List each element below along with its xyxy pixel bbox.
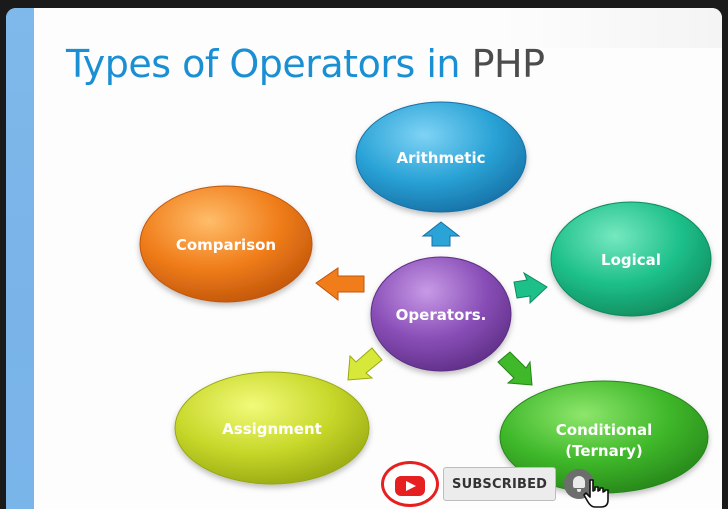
arrow-to-assignment — [347, 347, 383, 381]
node-assignment: Assignment — [174, 371, 370, 485]
arrow-to-comparison — [315, 267, 365, 302]
node-arithmetic-label: Arithmetic — [396, 149, 485, 167]
youtube-play-icon[interactable] — [381, 461, 439, 507]
title-accent: PHP — [471, 42, 545, 86]
node-center-operators: Operators. — [370, 256, 512, 372]
node-comparison-label: Comparison — [176, 236, 276, 254]
node-conditional-label-1: Conditional — [556, 421, 652, 439]
arrow-to-arithmetic — [421, 221, 461, 247]
hand-cursor-icon — [583, 479, 609, 508]
node-arithmetic: Arithmetic — [355, 101, 527, 213]
slide-title: Types of Operators in PHP — [66, 42, 545, 86]
node-conditional: Conditional (Ternary) — [499, 380, 709, 494]
youtube-subscribe-overlay[interactable]: SUBSCRIBED — [381, 461, 595, 507]
slide-accent-bar — [6, 8, 34, 509]
node-logical-label: Logical — [601, 251, 661, 269]
node-comparison: Comparison — [139, 185, 313, 303]
bell-icon[interactable] — [564, 469, 595, 499]
arrow-to-conditional — [497, 351, 533, 386]
node-center-label: Operators. — [396, 306, 487, 324]
subscribed-button[interactable]: SUBSCRIBED — [443, 467, 557, 501]
title-main: Types of Operators in — [66, 42, 460, 86]
arrow-to-logical — [513, 271, 548, 305]
node-logical: Logical — [550, 201, 712, 317]
node-conditional-label-2: (Ternary) — [565, 442, 643, 460]
node-assignment-label: Assignment — [222, 420, 322, 438]
